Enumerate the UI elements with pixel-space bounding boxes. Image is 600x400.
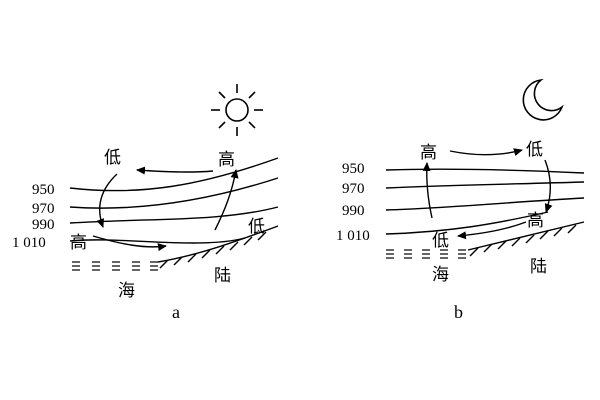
isobar-lines-b	[385, 168, 585, 235]
panel-a: 950 970 990 1 010 高 低 高 低 海 陆 a	[12, 84, 279, 322]
low-pressure-upper-a: 低	[104, 148, 121, 168]
isobar-label-950-b: 950	[342, 161, 365, 177]
isobar-970-a	[69, 177, 279, 209]
arrow-surface-b	[457, 221, 527, 240]
panel-b: 950 970 990 1 010 高 低 高 低 海 陆 b	[336, 78, 585, 322]
sea-waves-b	[386, 249, 466, 259]
isobar-label-990-b: 990	[342, 203, 365, 219]
isobar-970-b	[385, 181, 585, 189]
isobar-label-970-a: 970	[32, 201, 55, 217]
caption-a: a	[172, 302, 180, 322]
high-pressure-upper-a: 高	[218, 150, 235, 170]
sea-waves-a	[72, 261, 158, 271]
sea-label-b: 海	[432, 265, 449, 285]
isobar-950-b	[385, 168, 585, 174]
isobar-950-a	[69, 157, 279, 192]
isobar-label-1010-a: 1 010	[12, 235, 46, 251]
isobar-label-990-a: 990	[32, 217, 55, 233]
high-pressure-lower-a: 高	[70, 233, 87, 253]
arrow-ascend-b	[422, 162, 433, 219]
sea-label-a: 海	[118, 281, 135, 301]
arrow-upper-b	[449, 148, 523, 156]
isobar-990-b	[385, 197, 585, 211]
arrow-descend-a	[96, 173, 118, 228]
high-pressure-upper-b: 高	[420, 143, 437, 163]
coastline-b	[467, 221, 585, 257]
land-label-b: 陆	[530, 257, 547, 277]
circulation-arrows-a	[92, 166, 239, 252]
arrow-ascend-a	[214, 169, 239, 231]
isobar-label-970-b: 970	[342, 181, 365, 197]
low-pressure-lower-a: 低	[248, 217, 265, 237]
isobar-label-1010-b: 1 010	[336, 228, 370, 244]
high-pressure-lower-b: 高	[527, 211, 544, 231]
coastline-a	[157, 225, 279, 269]
isobar-label-950-a: 950	[32, 182, 55, 198]
isobar-1010-b	[385, 211, 549, 235]
isobar-1010-a	[69, 237, 246, 244]
low-pressure-lower-b: 低	[432, 231, 449, 251]
caption-b: b	[454, 302, 463, 322]
arrow-descend-b	[544, 159, 553, 213]
sun-icon	[211, 84, 263, 136]
land-label-a: 陆	[214, 266, 231, 286]
circulation-arrows-b	[422, 148, 553, 240]
arrow-surface-a	[92, 235, 167, 252]
arrow-upper-a	[136, 166, 214, 175]
low-pressure-upper-b: 低	[526, 140, 543, 160]
moon-icon	[522, 78, 564, 121]
